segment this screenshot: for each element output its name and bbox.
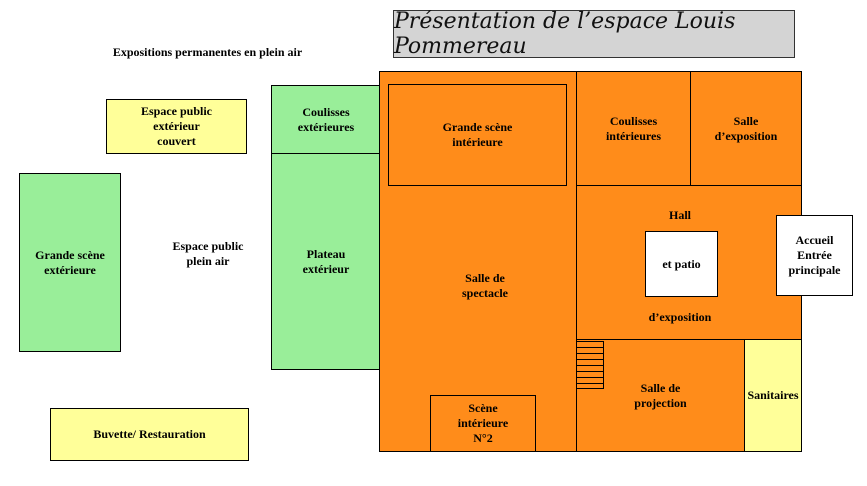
main-entrance-reception: Accueil Entrée principale: [776, 215, 853, 296]
indoor-backstage: Coulisses intérieures: [576, 71, 691, 186]
exhibition-room: Salle d’exposition: [690, 71, 802, 186]
snack-bar-restaurant: Buvette/ Restauration: [50, 408, 249, 461]
hall-exhibition-label: d’exposition: [648, 310, 712, 324]
page-title: Présentation de l’espace Louis Pommereau: [393, 9, 795, 59]
outdoor-backstage: Coulisses extérieures: [271, 85, 381, 154]
outdoor-main-stage: Grande scène extérieure: [19, 173, 121, 352]
patio: et patio: [645, 231, 718, 297]
permanent-exhibitions-label: Expositions permanentes en plein air: [112, 45, 303, 59]
indoor-stage-2: Scène intérieure N°2: [430, 395, 536, 452]
open-air-public-space: Espace public plein air: [172, 239, 244, 268]
stairs: [576, 341, 604, 389]
projection-room: Salle de projection: [576, 339, 745, 452]
outdoor-stage-platform: Plateau extérieur: [271, 153, 381, 370]
hall-label: Hall: [668, 208, 691, 222]
restrooms: Sanitaires: [744, 339, 802, 452]
indoor-main-stage: Grande scène intérieure: [388, 84, 567, 186]
performance-hall: Salle de spectacle: [462, 271, 508, 300]
covered-public-space: Espace public extérieur couvert: [106, 99, 247, 154]
